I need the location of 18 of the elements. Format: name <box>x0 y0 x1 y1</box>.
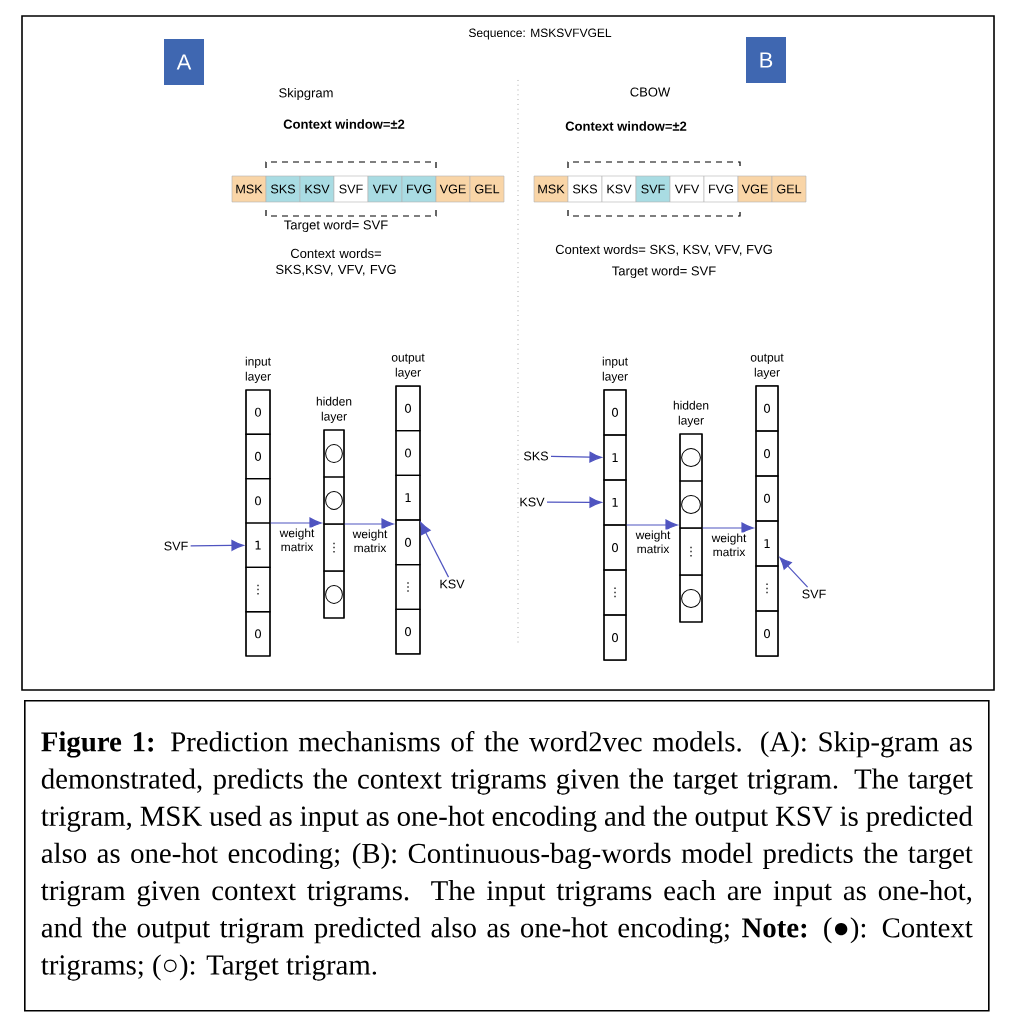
arrow <box>270 517 322 529</box>
panel-badge: A <box>164 39 204 85</box>
arrow <box>546 496 602 508</box>
neuron-circle <box>681 588 701 608</box>
neuron-circle <box>681 448 701 468</box>
arrow <box>190 540 244 551</box>
arrow <box>626 519 678 531</box>
arrow <box>779 557 809 588</box>
arrow <box>550 451 602 463</box>
neuron-circle <box>325 584 343 604</box>
arrow <box>344 518 394 530</box>
figure-caption: Figure 1: Prediction mechanisms of the word2vec models. (A): Skip-gram as demonstrated, predicts the context trigrams given the target trigram. The target trigram, MSK used as input as one-hot encoding and the output KSV is predicted also as one-hot encoding; (B): Continuous-bag-words model predicts the target trigram given context trigrams. The input trigrams each are input as one-hot, and the output trigram predicted also as one-hot encoding; Note: (●): Context trigrams; (○): Target trigram. <box>24 700 990 1012</box>
arrow <box>702 522 754 534</box>
neuron-circle <box>325 444 343 464</box>
neuron-circle <box>325 490 343 510</box>
neuron-circle <box>681 494 701 514</box>
arrow <box>420 521 450 578</box>
panel-badge: B <box>746 37 786 83</box>
